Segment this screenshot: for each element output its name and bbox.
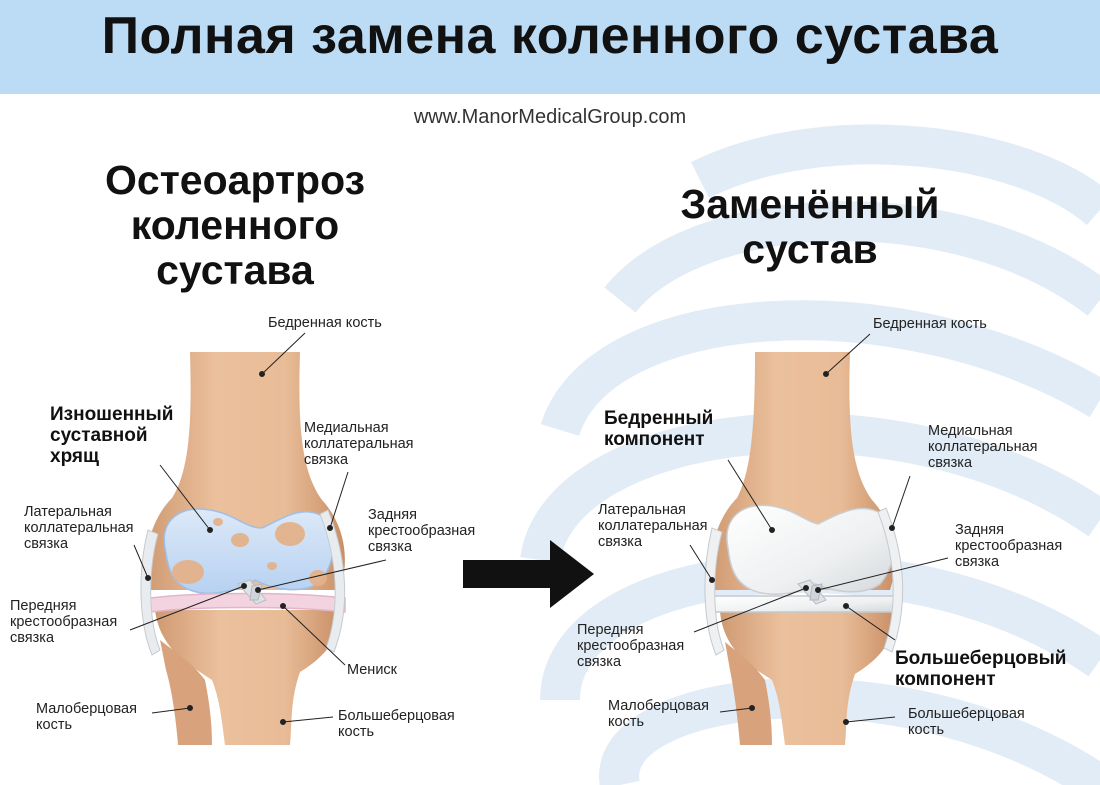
label-line: связка bbox=[10, 630, 117, 646]
label-lateral-collateral-left: Латеральная коллатеральная связка bbox=[24, 504, 134, 552]
label-lateral-collateral-right: Латеральная коллатеральная связка bbox=[598, 502, 708, 550]
label-tibial-component: Большеберцовый компонент bbox=[895, 648, 1066, 690]
arrow-icon bbox=[463, 540, 594, 608]
label-line: Медиальная bbox=[304, 420, 414, 436]
label-meniscus: Мениск bbox=[347, 662, 397, 678]
label-femur-left: Бедренная кость bbox=[268, 315, 382, 331]
label-line: Задняя bbox=[955, 522, 1062, 538]
label-line: компонент bbox=[604, 429, 713, 450]
label-line: крестообразная bbox=[10, 614, 117, 630]
label-worn-cartilage: Изношенный суставной хрящ bbox=[50, 404, 173, 467]
label-line: крестообразная bbox=[955, 538, 1062, 554]
label-line: связка bbox=[24, 536, 134, 552]
label-line: Латеральная bbox=[24, 504, 134, 520]
label-line: связка bbox=[577, 654, 684, 670]
label-line: коллатеральная bbox=[24, 520, 134, 536]
label-line: Изношенный bbox=[50, 404, 173, 425]
label-line: Большеберцовая bbox=[338, 708, 455, 724]
label-line: коллатеральная bbox=[304, 436, 414, 452]
label-line: суставной bbox=[50, 425, 173, 446]
label-posterior-cruciate-left: Задняя крестообразная связка bbox=[368, 507, 475, 555]
label-line: хрящ bbox=[50, 446, 173, 467]
left-meniscus bbox=[150, 594, 345, 613]
label-line: Передняя bbox=[10, 598, 117, 614]
label-posterior-cruciate-right: Задняя крестообразная связка bbox=[955, 522, 1062, 570]
label-line: Латеральная bbox=[598, 502, 708, 518]
label-fibula-left: Малоберцовая кость bbox=[36, 701, 137, 733]
label-line: Большеберцовая bbox=[908, 706, 1025, 722]
label-line: коллатеральная bbox=[928, 439, 1038, 455]
label-line: Малоберцовая bbox=[36, 701, 137, 717]
label-line: Медиальная bbox=[928, 423, 1038, 439]
label-line: связка bbox=[598, 534, 708, 550]
label-line: компонент bbox=[895, 669, 1066, 690]
label-tibia-right: Большеберцовая кость bbox=[908, 706, 1025, 738]
label-anterior-cruciate-right: Передняя крестообразная связка bbox=[577, 622, 684, 670]
label-line: кость bbox=[908, 722, 1025, 738]
right-tibial-component bbox=[712, 596, 900, 612]
label-line: Малоберцовая bbox=[608, 698, 709, 714]
label-femoral-component: Бедренный компонент bbox=[604, 408, 713, 450]
label-line: Большеберцовый bbox=[895, 648, 1066, 669]
label-line: связка bbox=[955, 554, 1062, 570]
label-line: коллатеральная bbox=[598, 518, 708, 534]
label-tibia-left: Большеберцовая кость bbox=[338, 708, 455, 740]
right-knee bbox=[705, 352, 903, 745]
label-line: Бедренный bbox=[604, 408, 713, 429]
label-line: крестообразная bbox=[577, 638, 684, 654]
label-femur-right: Бедренная кость bbox=[873, 316, 987, 332]
label-anterior-cruciate-left: Передняя крестообразная связка bbox=[10, 598, 117, 646]
label-medial-collateral-right: Медиальная коллатеральная связка bbox=[928, 423, 1038, 471]
label-line: связка bbox=[368, 539, 475, 555]
label-line: кость bbox=[36, 717, 137, 733]
label-line: кость bbox=[608, 714, 709, 730]
label-line: Передняя bbox=[577, 622, 684, 638]
label-line: кость bbox=[338, 724, 455, 740]
label-fibula-right: Малоберцовая кость bbox=[608, 698, 709, 730]
label-line: крестообразная bbox=[368, 523, 475, 539]
label-medial-collateral-left: Медиальная коллатеральная связка bbox=[304, 420, 414, 468]
label-line: Задняя bbox=[368, 507, 475, 523]
label-line: связка bbox=[928, 455, 1038, 471]
label-line: связка bbox=[304, 452, 414, 468]
